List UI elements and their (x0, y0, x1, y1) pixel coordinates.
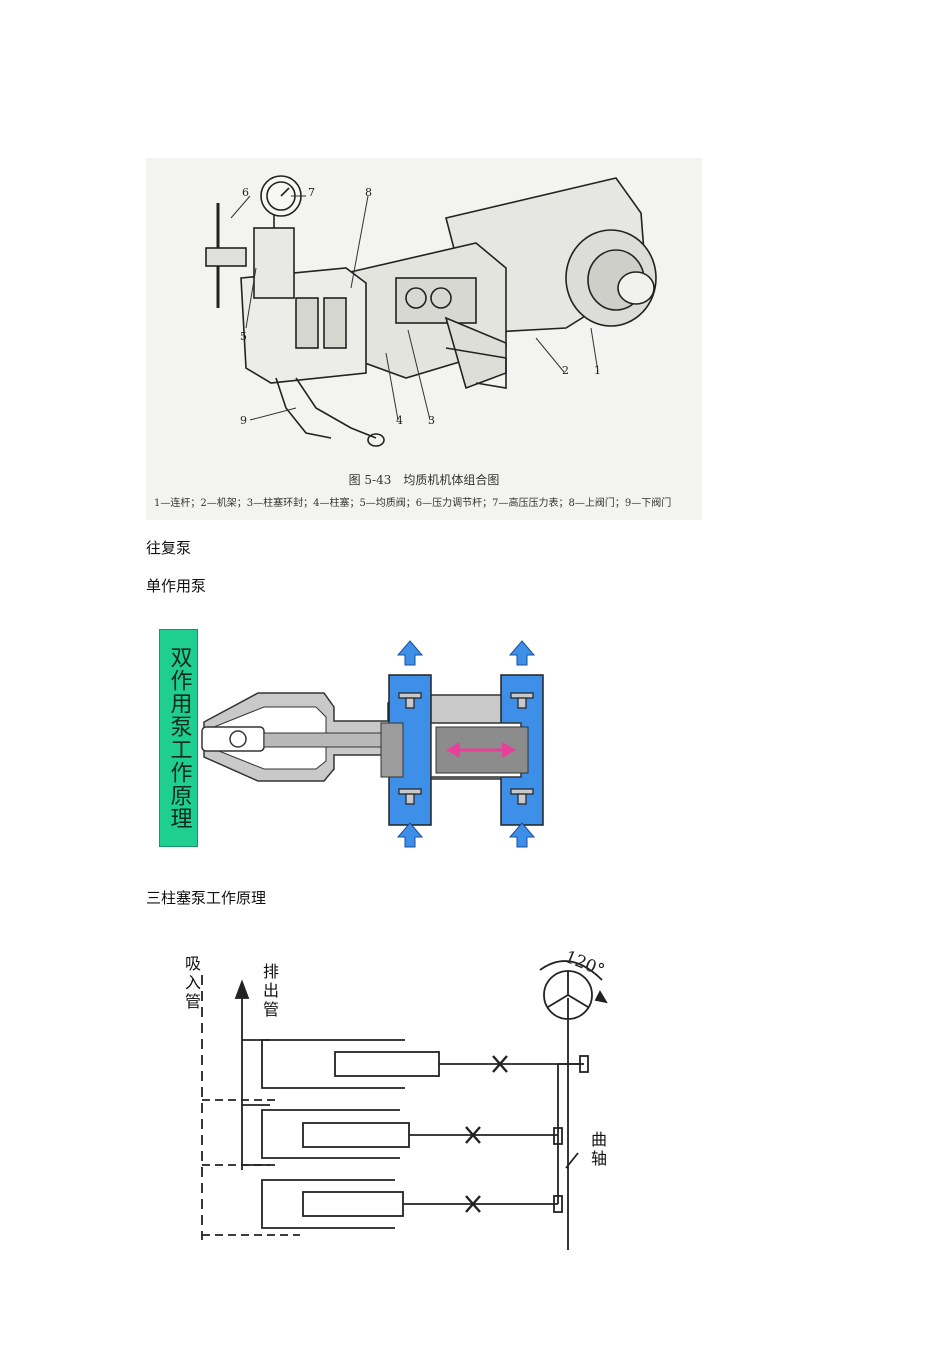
callout-6: 6 (242, 186, 249, 199)
homogenizer-assembly-figure: 6 7 8 5 9 4 3 2 1 图 5-43 均质机机体组合图 1—连杆；2… (146, 158, 702, 520)
homogenizer-drawing (205, 175, 657, 447)
callout-7: 7 (308, 186, 315, 199)
label-suction-pipe: 吸入管 (184, 954, 201, 1011)
figure-legend: 1—连杆；2—机架；3—柱塞环封；4—柱塞；5—均质阀；6—压力调节杆；7—高压… (154, 498, 672, 509)
label-crankshaft: 曲轴 (590, 1130, 607, 1168)
label-discharge-pipe: 排出管 (262, 962, 279, 1019)
callout-5: 5 (240, 330, 247, 343)
double-acting-pump-figure: 双作用泵工作原理 (156, 627, 556, 852)
triplex-schematic (201, 960, 608, 1250)
callout-4: 4 (396, 414, 403, 427)
callout-9: 9 (240, 414, 247, 427)
paragraph-single-acting-pump: 单作用泵 (146, 577, 207, 595)
callout-2: 2 (562, 364, 569, 377)
paragraph-reciprocating-pump: 往复泵 (146, 539, 192, 557)
callout-1: 1 (594, 364, 601, 377)
figure-title-box: 双作用泵工作原理 (159, 629, 198, 847)
callout-8: 8 (365, 186, 372, 199)
figure-caption: 图 5-43 均质机机体组合图 (348, 473, 500, 487)
pump-diagram (201, 640, 544, 848)
callout-3: 3 (428, 414, 435, 427)
paragraph-triplex-pump: 三柱塞泵工作原理 (146, 889, 267, 907)
triplex-pump-figure: 吸入管 排出管 曲轴 120° (160, 940, 620, 1270)
figure-title: 双作用泵工作原理 (166, 646, 192, 830)
